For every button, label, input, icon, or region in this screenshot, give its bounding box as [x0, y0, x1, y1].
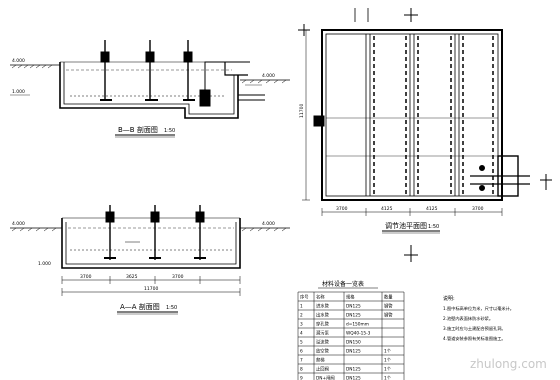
aa-scale: 1:50: [166, 305, 177, 311]
watermark: zhulong.com: [470, 357, 547, 371]
table-cell: 出水管: [316, 312, 330, 319]
notes-title: 说明:: [443, 295, 455, 302]
plan-dim-height: 11700: [299, 104, 305, 118]
section-bb: [10, 40, 290, 119]
note-item: 2.池壁内表面抹防水砂浆。: [443, 315, 493, 322]
table-cell: 1个: [384, 358, 392, 364]
bb-level-bottom: 1.000: [12, 89, 25, 95]
aa-dim-total: 11700: [144, 286, 158, 292]
bb-level-left: 4.000: [12, 58, 25, 64]
plan-dim-2: 4125: [381, 206, 393, 212]
section-aa: [10, 205, 290, 296]
notes-block: 说明: 1.图中标高单位为米，尺寸以毫米计。 2.池壁内表面抹防水砂浆。 3.施…: [443, 295, 514, 342]
table-cell: 1个: [384, 376, 392, 380]
plan-dim-3: 4125: [426, 206, 438, 212]
plan-title-group: 调节池平面图 1:50: [382, 221, 440, 234]
table-cell: 潜污泵: [316, 330, 330, 337]
table-cell: 1: [300, 304, 303, 310]
table-cell: 3: [300, 322, 303, 328]
table-cell: 1个: [384, 367, 392, 373]
plan-scale: 1:50: [428, 224, 439, 230]
table-cell: 钢管: [384, 303, 393, 310]
table-cell: 8: [300, 367, 303, 373]
aa-dim-3: 3700: [172, 274, 184, 280]
table-header-cell: 规格: [346, 294, 355, 301]
table-title: 材料设备一览表: [322, 280, 364, 288]
plan-dim-1: 3700: [336, 206, 348, 212]
table-cell: DN150: [346, 340, 361, 346]
aa-level-bottom: 1.000: [38, 261, 51, 267]
table-cell: DN125: [346, 313, 361, 319]
table-cell: 止回阀: [316, 366, 329, 373]
note-item: 3.施工时应与土建配合预留孔洞。: [443, 325, 506, 332]
table-cell: DN125: [346, 376, 361, 380]
bb-title: B—B 剖面图: [118, 125, 158, 134]
table-cell: 9: [300, 376, 303, 380]
table-cell: 穿孔管: [316, 321, 330, 328]
aa-dim-1: 3700: [80, 274, 92, 280]
aa-level-right: 4.000: [262, 221, 275, 227]
table-cell: WQ40-15-3: [346, 331, 371, 337]
table-cell: 爬梯: [316, 357, 325, 364]
table-cell: 1个: [384, 349, 392, 355]
table-cell: DN125: [346, 367, 361, 373]
plan-title: 调节池平面图: [385, 221, 427, 230]
table-cell: 6: [300, 349, 303, 355]
aa-title-group: A—A 剖面图 1:50: [117, 302, 178, 315]
table-cell: 进水管: [316, 303, 330, 310]
table-cell: DN125: [346, 304, 361, 310]
table-cell: 钢管: [384, 312, 393, 319]
table-cell: 4: [300, 331, 303, 337]
note-item: 1.图中标高单位为米，尺寸以毫米计。: [443, 305, 514, 312]
plan-view: [298, 8, 552, 262]
table-cell: d=150mm: [346, 322, 369, 328]
table-header-cell: 数量: [384, 294, 393, 301]
aa-dim-2: 3625: [126, 274, 138, 280]
table-cell: 2: [300, 313, 303, 319]
plan-dim-4: 3700: [472, 206, 484, 212]
table-cell: 溢流管: [316, 339, 330, 346]
table-cell: DN125: [346, 349, 361, 355]
aa-title: A—A 剖面图: [120, 302, 160, 311]
bb-title-group: B—B 剖面图 1:50: [115, 125, 175, 138]
table-cell: 7: [300, 358, 303, 364]
material-table: 材料设备一览表 序号名称 规格 数量 1 进水管 DN125 钢管 2 出水管 DN125 钢管 3 穿…: [297, 280, 405, 380]
bb-level-right: 4.000: [262, 73, 275, 79]
bb-scale: 1:50: [164, 128, 175, 134]
table-cell: DN+闸阀: [316, 375, 335, 380]
aa-level-left: 4.000: [12, 221, 25, 227]
table-header-cell: 名称: [316, 294, 325, 301]
table-header-cell: 序号: [300, 294, 309, 301]
note-item: 4.管道安装参照有关标准图施工。: [443, 335, 506, 342]
table-cell: 放空管: [316, 348, 330, 355]
table-cell: 5: [300, 340, 303, 346]
